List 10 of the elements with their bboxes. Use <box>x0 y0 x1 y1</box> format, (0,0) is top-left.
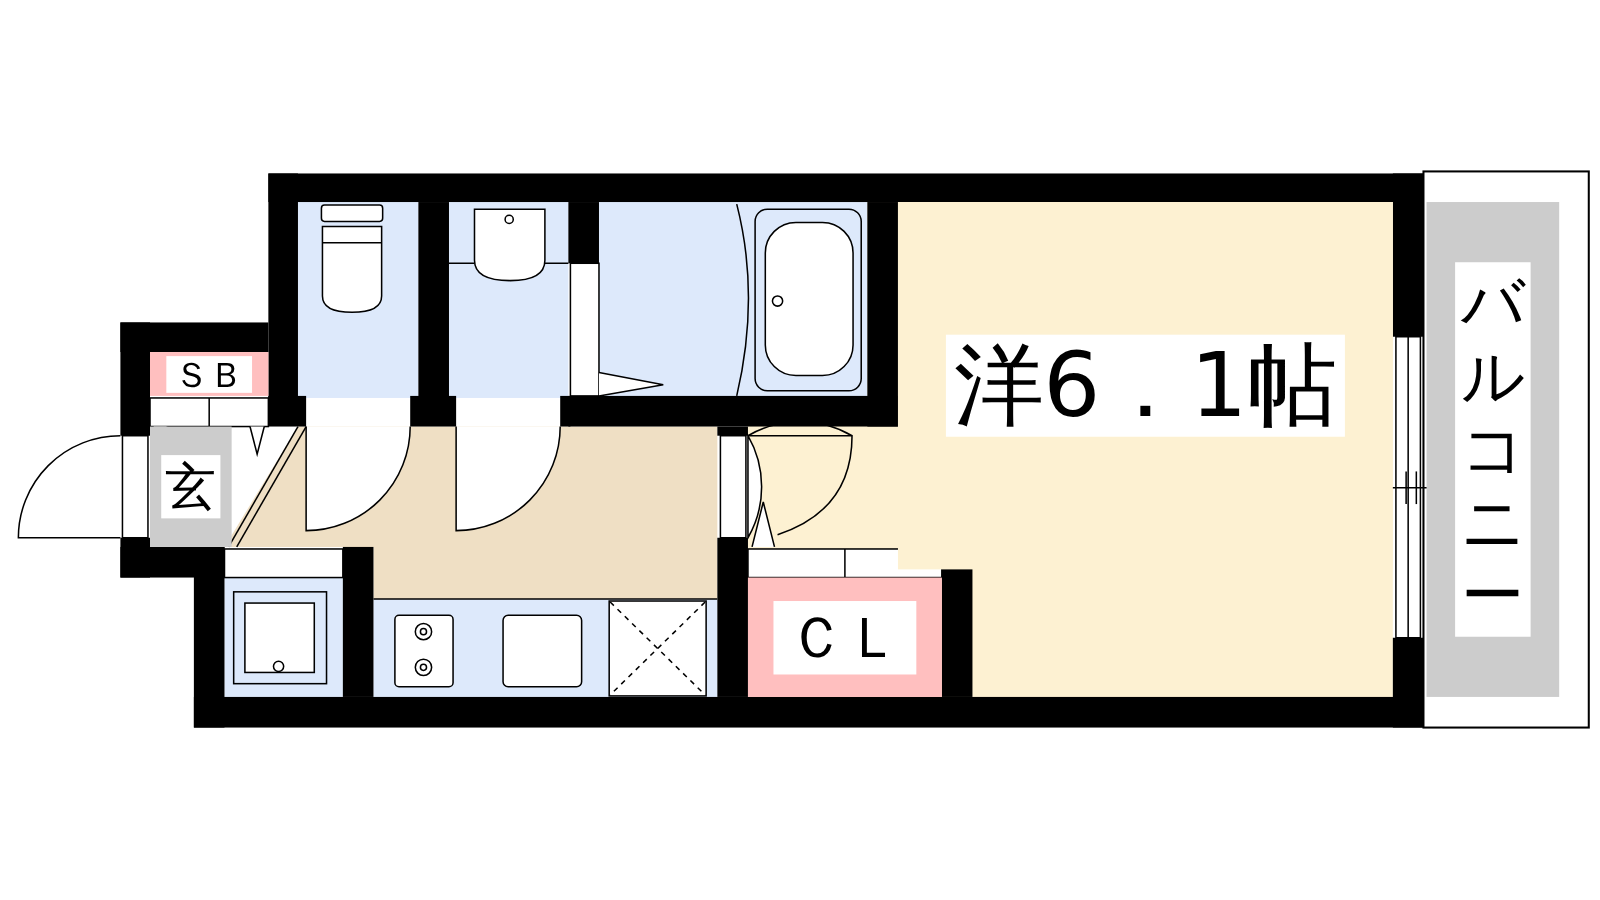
room-label: 玄 <box>161 455 221 519</box>
room-label: バルコニー <box>1455 261 1531 637</box>
room-area <box>747 577 942 697</box>
room-area <box>150 426 232 547</box>
room-area <box>897 202 1393 570</box>
room-label: ＳＢ <box>166 355 253 393</box>
room-label: ＣＬ <box>773 600 917 674</box>
room-label: 洋6．1帖 <box>945 334 1346 437</box>
room-area <box>1426 202 1560 697</box>
room-area <box>150 352 269 396</box>
